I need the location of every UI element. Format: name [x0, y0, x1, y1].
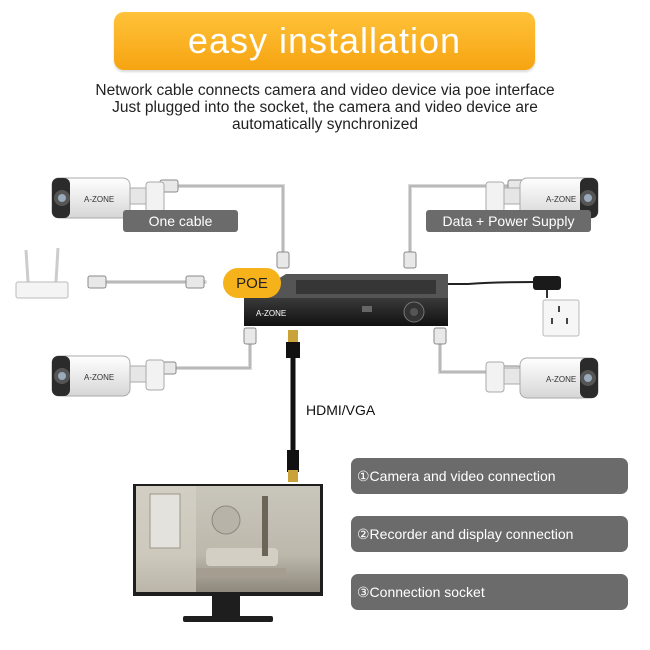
wall-socket-icon [542, 299, 580, 337]
camera-logo: A-ZONE [546, 375, 576, 384]
legend-item-3: ③Connection socket [351, 574, 628, 610]
legend-item-1: ①Camera and video connection [351, 458, 628, 494]
cable-camera-bottom-left [163, 328, 252, 370]
rj45-connector [185, 275, 205, 289]
rj45-connector [276, 251, 290, 269]
rj45-connector [87, 275, 107, 289]
camera-icon [485, 357, 599, 399]
power-adapter-icon [448, 276, 561, 298]
camera-icon: A-ZONE [51, 355, 165, 397]
title-banner: easy installation [114, 12, 535, 70]
subtitle-line-2: Just plugged into the socket, the camera… [112, 99, 538, 116]
banner-title: easy installation [187, 20, 462, 61]
camera-icon: A-ZONE [51, 177, 165, 219]
nvr-logo: A-ZONE [256, 309, 286, 318]
data-power-label: Data + Power Supply [426, 210, 591, 232]
camera-icon [485, 177, 599, 219]
hdmi-vga-label: HDMI/VGA [306, 402, 376, 418]
subtitle-line-3: automatically synchronized [231, 116, 419, 133]
camera-logo: A-ZONE [84, 195, 114, 204]
rj45-connector [433, 327, 447, 345]
rj45-connector [403, 251, 417, 269]
one-cable-label: One cable [123, 210, 238, 232]
monitor-icon [133, 484, 323, 622]
poe-badge: POE [223, 268, 281, 298]
hdmi-cable [286, 330, 300, 482]
router-icon [15, 247, 69, 299]
subtitle: Network cable connects camera and video … [20, 82, 630, 133]
camera-logo: A-ZONE [546, 195, 576, 204]
camera-logo: A-ZONE [84, 373, 114, 382]
subtitle-line-1: Network cable connects camera and video … [95, 82, 555, 99]
nvr-icon: A-ZONE [244, 274, 448, 326]
rj45-connector [243, 327, 257, 345]
legend-item-2: ②Recorder and display connection [351, 516, 628, 552]
